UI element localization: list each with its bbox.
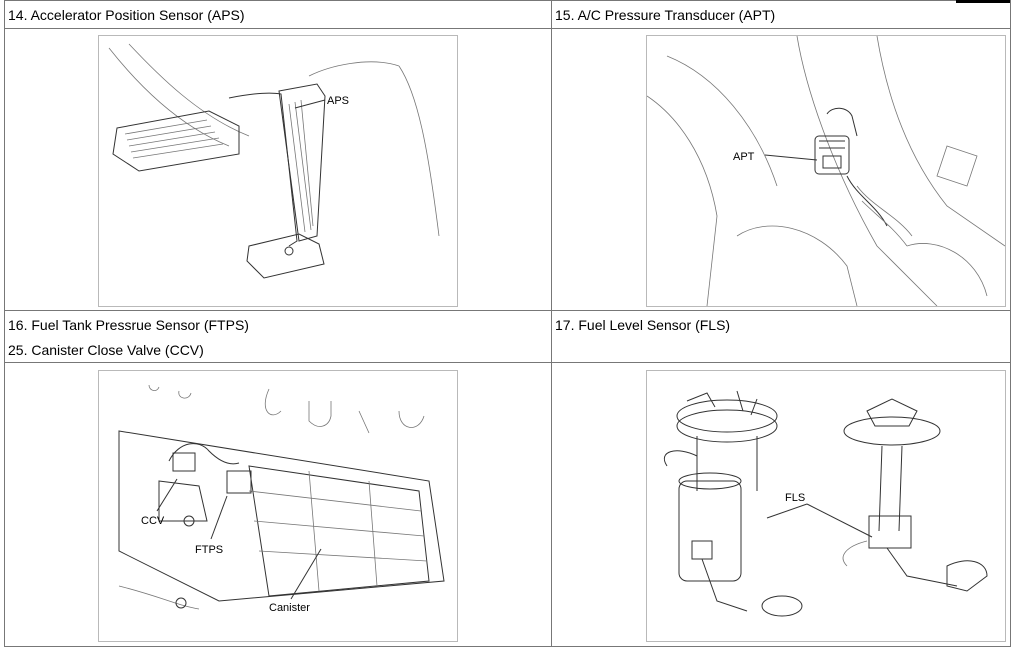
aps-illustration: APS <box>98 35 458 307</box>
canister-label: Canister <box>269 602 310 614</box>
apt-illustration: APT <box>646 35 1006 307</box>
apt-label: APT <box>733 151 755 163</box>
ccv-label: CCV <box>141 515 165 527</box>
ccv-title: 25. Canister Close Valve (CCV) <box>8 342 204 358</box>
fls-title: 17. Fuel Level Sensor (FLS) <box>555 317 731 333</box>
ftps-ccv-illustration: CCV FTPS Canister <box>98 370 458 642</box>
aps-label: APS <box>327 95 349 107</box>
ftps-label: FTPS <box>195 544 223 556</box>
fls-illustration: FLS <box>646 370 1006 642</box>
ftps-title: 16. Fuel Tank Pressrue Sensor (FTPS) <box>8 317 249 333</box>
aps-title: 14. Accelerator Position Sensor (APS) <box>8 7 245 23</box>
apt-title: 15. A/C Pressure Transducer (APT) <box>555 7 776 23</box>
fls-label: FLS <box>785 492 805 504</box>
